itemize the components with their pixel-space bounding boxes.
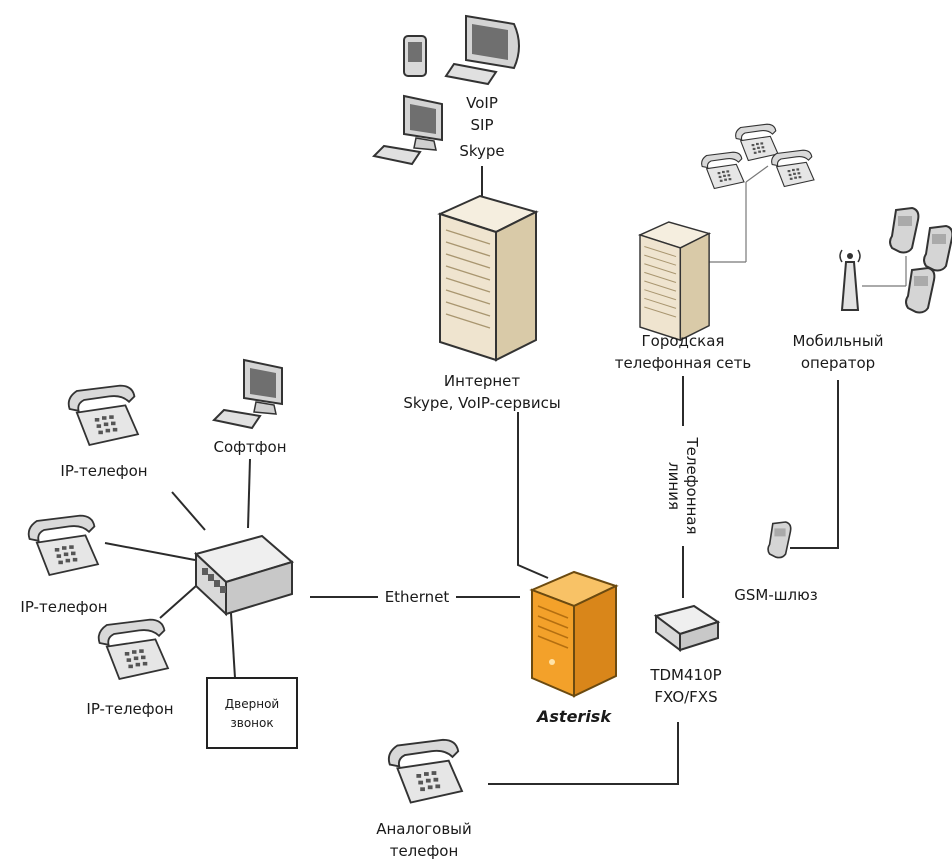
internet-label-line2: Skype, VoIP-сервисы [403,394,560,412]
ip-phone-label-1: IP-телефон [60,462,147,480]
desk-phone-icon [701,151,745,190]
analog-phone-label-line1: Аналоговый [376,820,472,838]
door-bell-box: Дверной звонок [206,677,298,749]
sip-label: SIP [471,116,494,134]
analog-phone-label-line2: телефон [390,842,459,860]
connection-lines [104,165,907,785]
cell-phone-icon [889,207,920,254]
asterisk-server-icon [529,570,619,698]
tdm-label-line1: TDM410P [649,666,721,684]
voip-label: VoIP [466,94,498,112]
mobile-operator-label-line1: Мобильный [793,332,884,350]
desk-phone-icon [771,149,815,188]
gsm-gateway-label: GSM-шлюз [734,586,817,604]
gateway-card-icon [653,604,721,652]
desk-phone-icon [27,514,99,576]
tdm-label-line2: FXO/FXS [654,688,717,706]
door-bell-label-line2: звонок [230,716,273,730]
mobile-operator-label-line2: оператор [801,354,875,372]
phone-line-label-line2: линия [665,462,683,510]
computer-icon [373,95,443,165]
city-network-label-line2: телефонная сеть [615,354,751,372]
switch-icon [194,534,295,617]
city-network-server-icon [639,221,710,341]
softphone-label: Софтфон [213,438,286,456]
ethernet-label: Ethernet [385,588,450,606]
gsm-gateway-icon [767,521,792,559]
city-network-label-line1: Городская [642,332,725,350]
phone-line-label-line1: Телефонная [683,436,701,534]
monitor-icon [444,14,520,86]
ip-phone-label-3: IP-телефон [86,700,173,718]
desk-phone-icon [97,618,169,680]
cell-phone-icon [923,225,952,272]
door-bell-label-line1: Дверной [225,697,279,711]
internet-server-icon [439,195,537,361]
ip-phone-label-2: IP-телефон [20,598,107,616]
antenna-icon [839,249,861,311]
desk-phone-icon [67,384,139,446]
desk-phone-icon [735,123,779,162]
asterisk-label: Asterisk [535,707,612,726]
desk-phone-icon [387,738,463,804]
phone-line-label: Телефонная линия [665,436,701,534]
softphone-icon [213,359,283,429]
skype-label: Skype [459,142,504,160]
internet-label-line1: Интернет [444,372,521,390]
cell-phone-icon [905,267,936,314]
pda-icon [403,35,427,77]
